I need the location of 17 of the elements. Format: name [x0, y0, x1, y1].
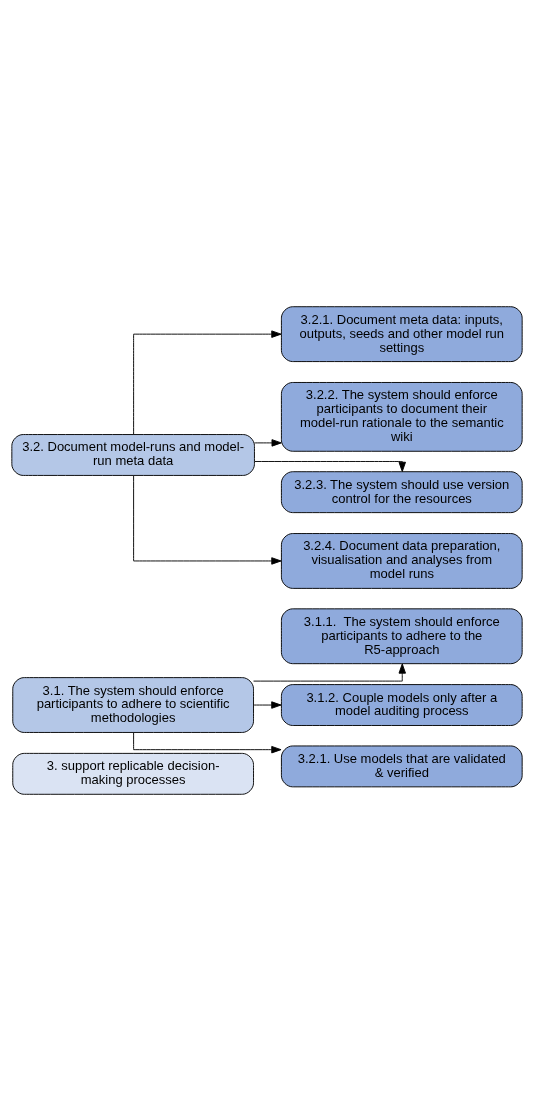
node-box: 3.1. The system should enforce participants to adhere to scientific methodologies [12, 677, 254, 733]
node-box: 3.2. Document model-runs and model-run meta data [11, 434, 255, 476]
arrow [254, 461, 406, 472]
arrow [133, 330, 282, 435]
node-box: 3.1.1. The system should enforce participants to adhere to the R5-approach [280, 608, 523, 665]
arrow [253, 701, 282, 709]
node-box: 3.2.3. The system should use version control for the resources [280, 471, 523, 514]
node-box: 3.2.4. Document data preparation, visualisation and analyses from model runs [280, 533, 523, 589]
node-box: 3.2.2. The system should enforce participants to document their model-run rationale to the semantic wiki [280, 382, 523, 452]
node-box: 3.2.1. Use models that are validated & verified [280, 745, 523, 788]
arrow [254, 439, 282, 447]
arrow [133, 475, 282, 565]
node-box: 3.1.2. Couple models only after a model auditing process [280, 684, 523, 726]
arrow [133, 732, 282, 754]
node-box: 3.2.1. Document meta data: inputs, outputs, seeds and other model run settings [280, 306, 523, 363]
arrow [253, 663, 406, 682]
node-box: 3. support replicable decision-making processes [12, 752, 254, 795]
